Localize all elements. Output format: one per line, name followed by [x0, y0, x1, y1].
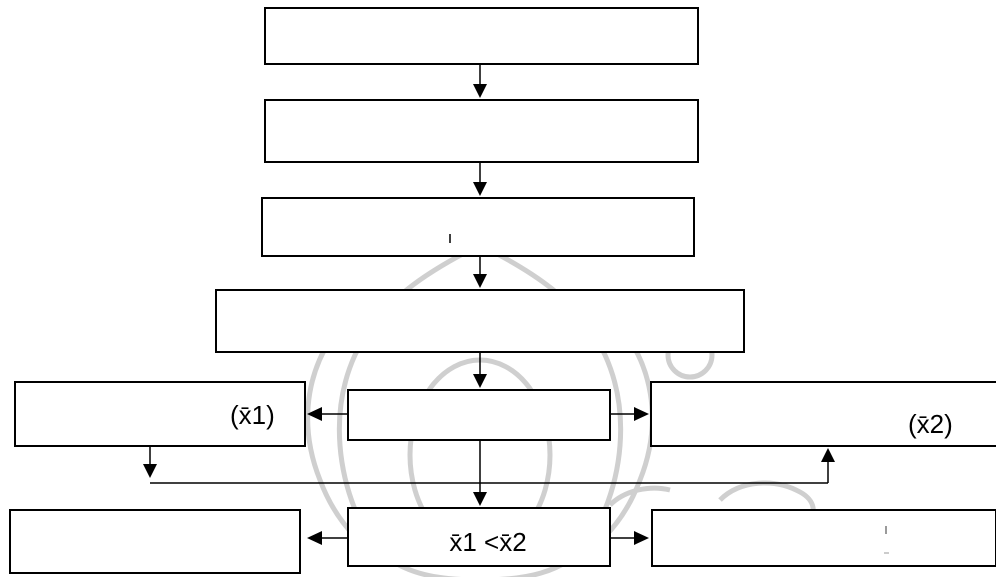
arrowhead-compare-right	[634, 531, 649, 545]
center-split-box	[347, 389, 611, 441]
arrowhead-4-split	[473, 374, 487, 388]
right-mean-box	[650, 381, 996, 447]
arrowhead-3-4	[473, 274, 487, 288]
process-box-3	[261, 197, 695, 257]
right-mean-label: (x̄2)	[908, 409, 953, 439]
compare-label: x̄1 <x̄2	[449, 527, 526, 557]
process-box-1	[264, 7, 699, 65]
process-box-4	[215, 289, 745, 353]
arrowhead-split-left	[307, 407, 322, 421]
arrowhead-loop-left	[143, 464, 157, 478]
arrowhead-2-3	[473, 182, 487, 196]
arrowhead-split-compare	[473, 492, 487, 506]
bottom-left-box	[9, 509, 301, 574]
arrowhead-loop-right	[821, 448, 835, 462]
arrowhead-split-right	[634, 407, 649, 421]
left-mean-label: (x̄1)	[230, 400, 275, 430]
compare-box	[347, 507, 611, 567]
arrowhead-1-2	[473, 84, 487, 98]
process-box-2	[264, 99, 699, 163]
left-mean-box	[14, 381, 306, 447]
arrowhead-compare-left	[307, 531, 322, 545]
watermark-seal	[305, 242, 816, 577]
bottom-right-box	[651, 509, 996, 567]
